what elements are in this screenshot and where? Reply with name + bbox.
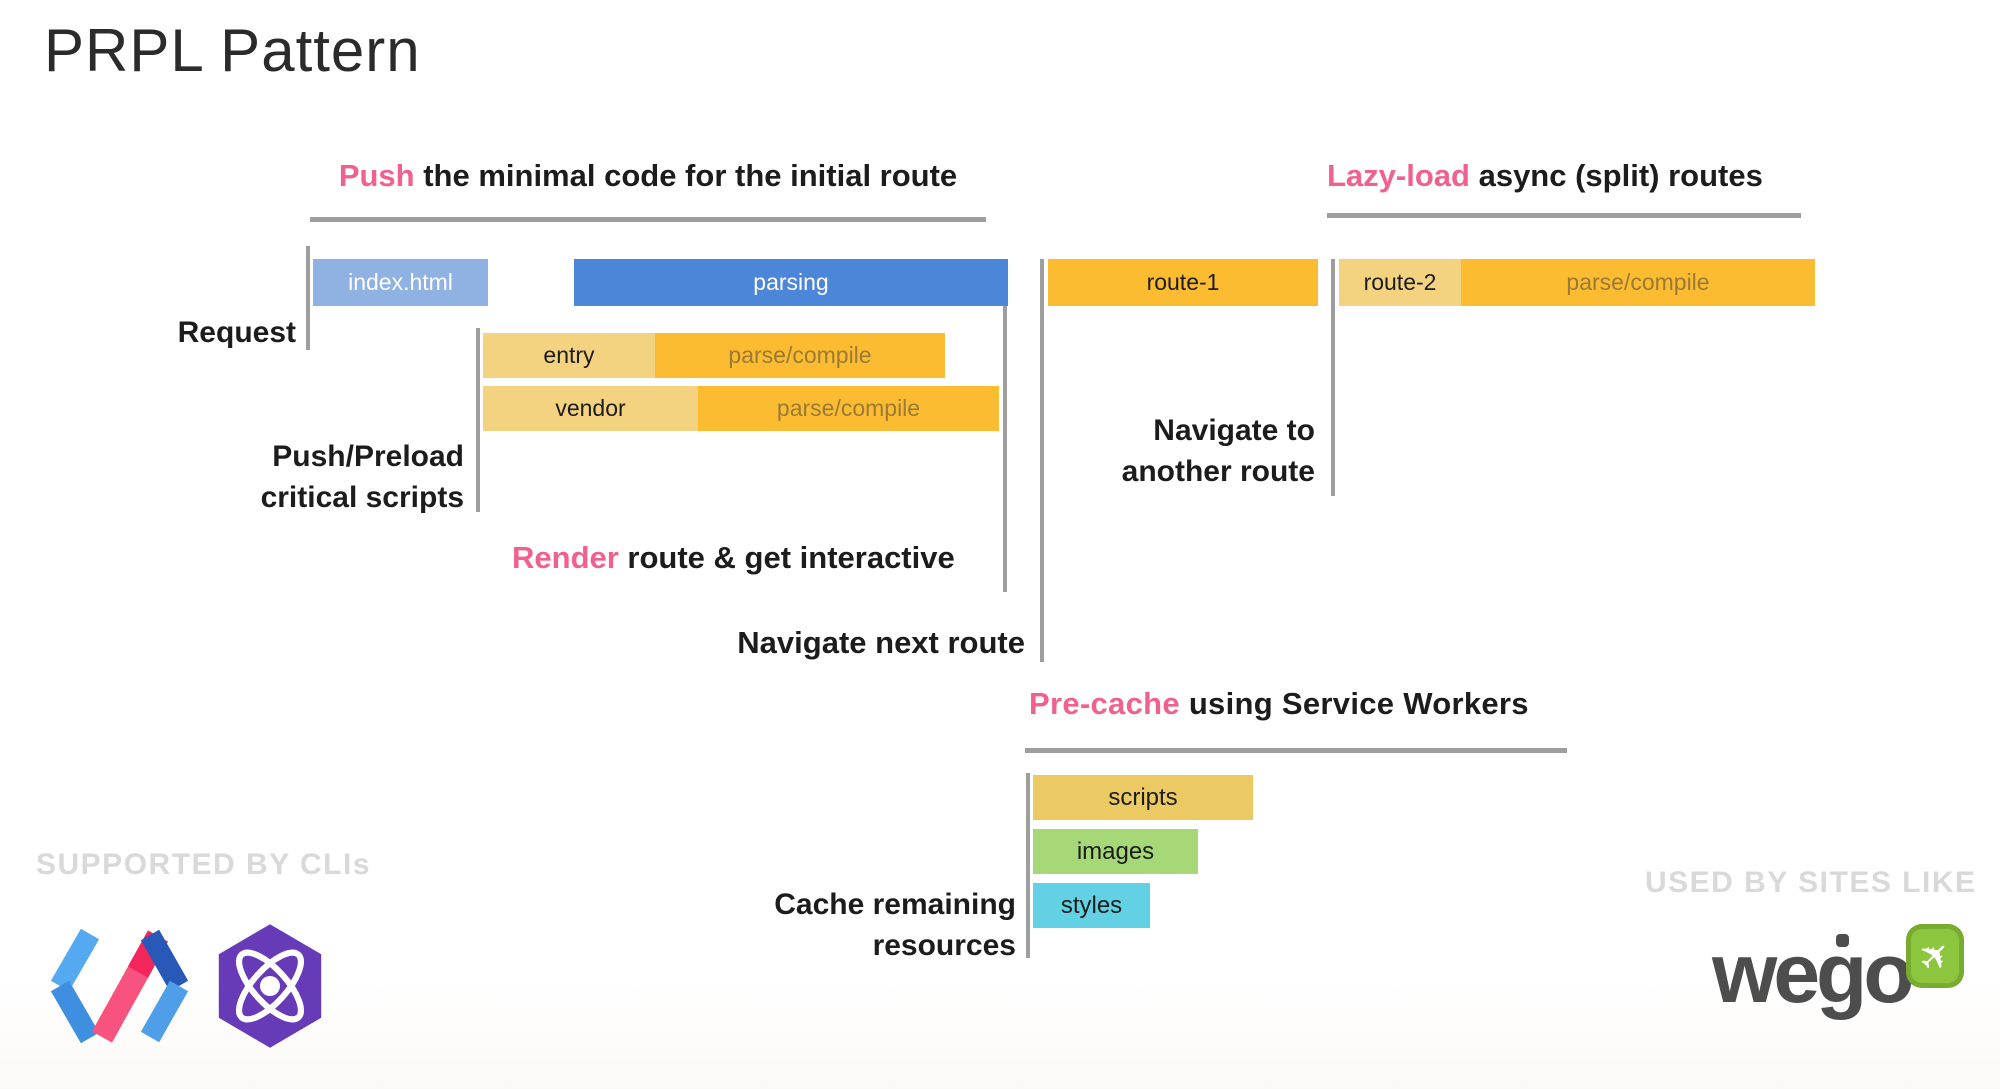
bar-images: images: [1033, 829, 1198, 874]
bar-route-1: route-1: [1048, 259, 1318, 306]
navigate-another-bracket-line: [1331, 259, 1335, 496]
lazy-load-header: Lazy-load async (split) routes: [1327, 158, 1763, 194]
bar-route-2-group: route-2 parse/compile: [1339, 259, 1815, 306]
page-title: PRPL Pattern: [44, 17, 421, 84]
preact-logo-icon: [203, 922, 337, 1050]
wego-logo-text: wego: [1712, 926, 1915, 1020]
bar-entry-group: entry parse/compile: [483, 333, 945, 378]
supported-by-clis-label: SUPPORTED BY CLIs: [36, 848, 372, 881]
bar-scripts: scripts: [1033, 775, 1253, 820]
polymer-logo-icon: [46, 925, 191, 1047]
pre-cache-header: Pre-cache using Service Workers: [1029, 686, 1529, 722]
render-header-rest: route & get interactive: [618, 540, 955, 575]
push-preload-label-line2: critical scripts: [260, 481, 464, 514]
navigate-another-label-line1: Navigate to: [1153, 414, 1315, 447]
bar-parsing: parsing: [574, 259, 1008, 306]
push-header-rest: the minimal code for the initial route: [414, 158, 958, 193]
bar-route-2: route-2: [1339, 259, 1461, 306]
bar-entry-parse-compile: parse/compile: [655, 333, 945, 378]
push-header: Push the minimal code for the initial ro…: [310, 158, 986, 194]
navigate-another-label: Navigate to another route: [1090, 410, 1315, 492]
bar-route-2-parse-compile: parse/compile: [1461, 259, 1815, 306]
cache-remaining-label-line1: Cache remaining: [774, 888, 1016, 921]
wego-logo: wego ✈: [1712, 918, 1992, 1068]
bar-styles: styles: [1033, 883, 1150, 928]
render-bracket-line: [1003, 306, 1007, 592]
navigate-another-label-line2: another route: [1121, 455, 1315, 488]
lazy-load-header-rest: async (split) routes: [1469, 158, 1763, 193]
lazy-load-header-accent: Lazy-load: [1327, 158, 1470, 193]
request-label: Request: [177, 316, 296, 349]
render-header-accent: Render: [512, 540, 619, 575]
cache-remaining-label: Cache remaining resources: [730, 884, 1016, 966]
cache-bracket-line: [1026, 773, 1030, 958]
pre-cache-header-accent: Pre-cache: [1029, 686, 1180, 721]
bar-vendor-group: vendor parse/compile: [483, 386, 999, 431]
wego-badge: ✈: [1906, 924, 1964, 988]
request-bracket-line: [306, 246, 310, 350]
pre-cache-underline: [1025, 748, 1567, 753]
render-header: Render route & get interactive: [512, 540, 955, 576]
bar-entry: entry: [483, 333, 655, 378]
push-header-accent: Push: [338, 158, 415, 193]
pre-cache-header-rest: using Service Workers: [1179, 686, 1529, 721]
lazy-load-underline: [1327, 213, 1801, 218]
bar-vendor: vendor: [483, 386, 698, 431]
cache-remaining-label-line2: resources: [872, 929, 1016, 962]
bar-vendor-parse-compile: parse/compile: [698, 386, 999, 431]
navigate-next-label: Navigate next route: [737, 625, 1025, 660]
push-preload-label: Push/Preload critical scripts: [150, 436, 464, 518]
wego-g-dot: [1836, 934, 1849, 947]
airplane-icon: ✈: [1908, 929, 1962, 983]
push-preload-label-line1: Push/Preload: [272, 440, 464, 473]
push-underline: [310, 217, 986, 222]
bar-index-html: index.html: [313, 259, 488, 306]
used-by-sites-label: USED BY SITES LIKE: [1645, 866, 1977, 899]
navigate-next-bracket-line: [1040, 259, 1044, 662]
push-preload-bracket-line: [476, 328, 480, 512]
